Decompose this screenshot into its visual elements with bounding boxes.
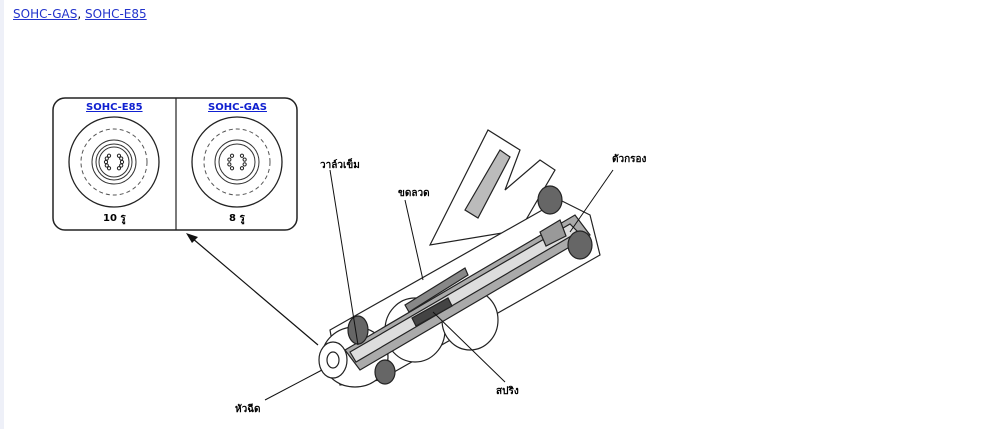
spray-hole [229,166,235,171]
inset-title-gas[interactable]: SOHC-GAS [208,102,267,113]
nozzle-face-e85 [68,116,160,208]
spray-hole [239,166,245,171]
label-coil: ขดลวด [398,188,430,199]
leader-lines [264,169,614,401]
label-spring: สปริง [496,386,519,397]
injector-body [318,129,601,388]
left-border [0,0,4,429]
spray-hole [104,163,109,168]
label-needle-valve: วาล์วเข็ม [320,160,360,171]
inset-panel [52,97,298,231]
label-nozzle: หัวฉีด [235,404,261,415]
spray-hole [116,153,122,158]
holes-label-gas: 8 รู [229,213,245,224]
spray-hole [242,162,247,167]
spray-hole [242,157,247,162]
spray-hole [239,153,245,158]
spray-hole [106,166,112,171]
variant-links: SOHC-GAS, SOHC-E85 [13,7,147,21]
spray-hole [116,166,122,171]
inset-title-e85[interactable]: SOHC-E85 [86,102,143,113]
label-filter: ตัวกรอง [612,154,647,165]
spray-hole [227,162,232,167]
link-sohc-gas[interactable]: SOHC-GAS [13,7,78,21]
spray-hole [229,153,235,158]
link-sohc-e85[interactable]: SOHC-E85 [85,7,147,21]
spray-hole [227,157,232,162]
holes-label-e85: 10 รู [103,213,126,224]
spray-hole [106,153,112,158]
link-separator: , [77,7,82,21]
spray-hole [119,163,124,168]
nozzle-face-gas [191,116,283,208]
